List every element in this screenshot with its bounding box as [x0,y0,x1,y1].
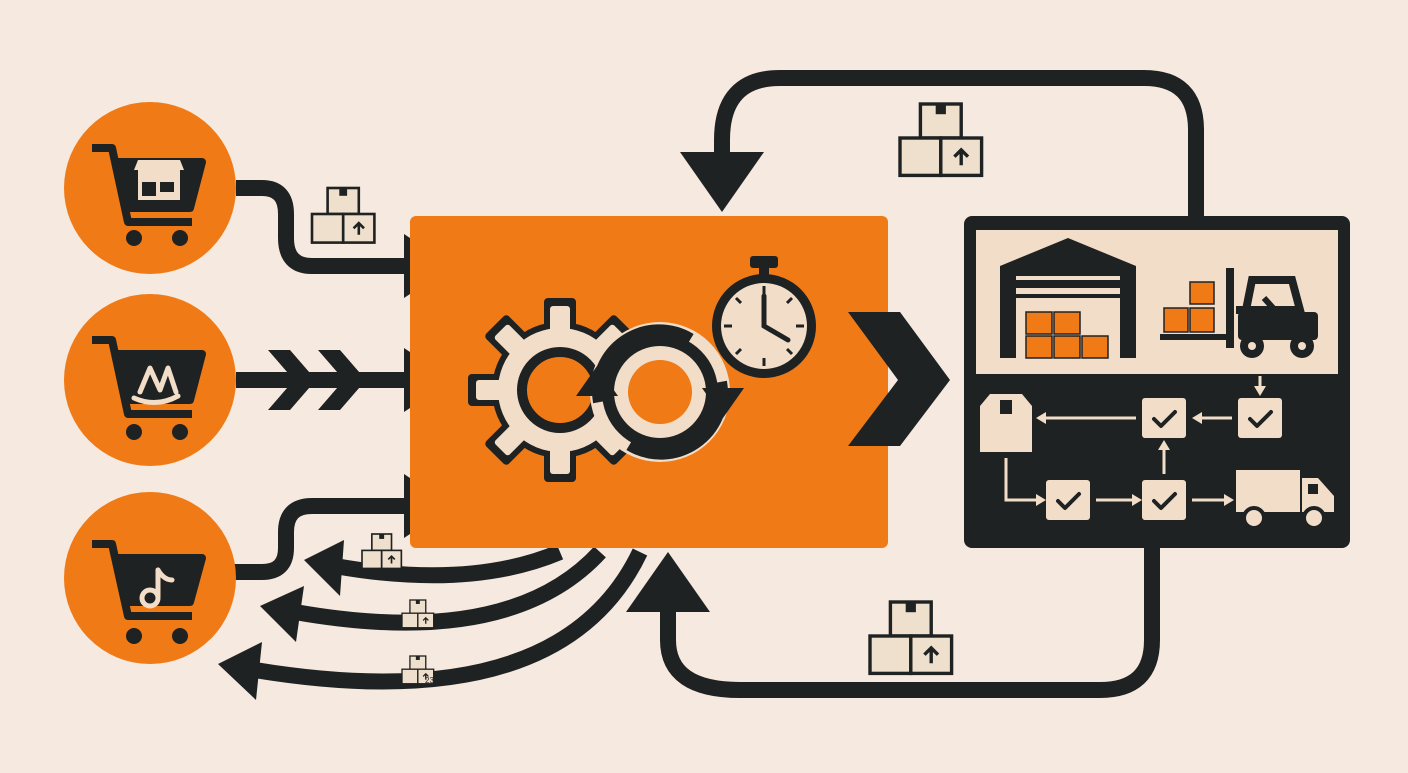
arrow-channel-3-to-hub [232,498,410,580]
channel-social [64,492,236,664]
return-head-2 [260,586,304,642]
parcel-return-1 [361,533,403,570]
checkmark-icon-2 [1236,396,1284,440]
loop-head-bottom [626,552,710,612]
storefront-icon [134,160,184,200]
return-head-3 [218,642,262,700]
chevron-1 [268,350,316,410]
music-note-icon [139,567,175,609]
parcel-icons: 23 [310,102,984,685]
return-box-label: 23 [425,676,434,685]
loop-arrow-bottom [660,548,1160,698]
channel-storefront [64,102,236,274]
checkmark-icon [1140,396,1188,440]
forward-chevron [848,312,950,446]
delivery-truck-icon [1236,470,1334,530]
connector-arrows [232,70,1204,698]
package-icon [980,394,1032,452]
shopping-cart-icon-2 [92,336,206,418]
parcel-loop-bottom [868,600,954,676]
forklift-icon [1160,268,1318,358]
warehouse-icon [1000,238,1136,359]
parcel-return-2 [401,599,435,629]
parcel-loop-top [898,102,984,178]
stopwatch-icon [712,256,816,378]
marketplace-logo-icon [131,365,181,405]
arrow-channel-1-to-hub [236,180,410,274]
checkmark-icon-3 [1044,478,1092,522]
warehouse-panel [964,216,1350,548]
return-head-1 [304,540,344,596]
fulfillment-process-flow [980,376,1334,530]
return-arrow-3 [253,548,648,690]
chevron-2 [318,350,366,410]
channel-marketplace [64,294,236,466]
return-arrow-2 [293,546,606,631]
central-hub [410,216,888,548]
sales-channels [64,102,236,664]
return-arrow-1 [333,544,564,584]
loop-head-top [680,152,764,212]
gear-icon [468,298,652,482]
loop-arrow-top [714,70,1204,218]
parcel-inbound-top [310,186,376,244]
sync-arrows-icon [576,322,744,462]
checkmark-icon-4 [1140,478,1188,522]
